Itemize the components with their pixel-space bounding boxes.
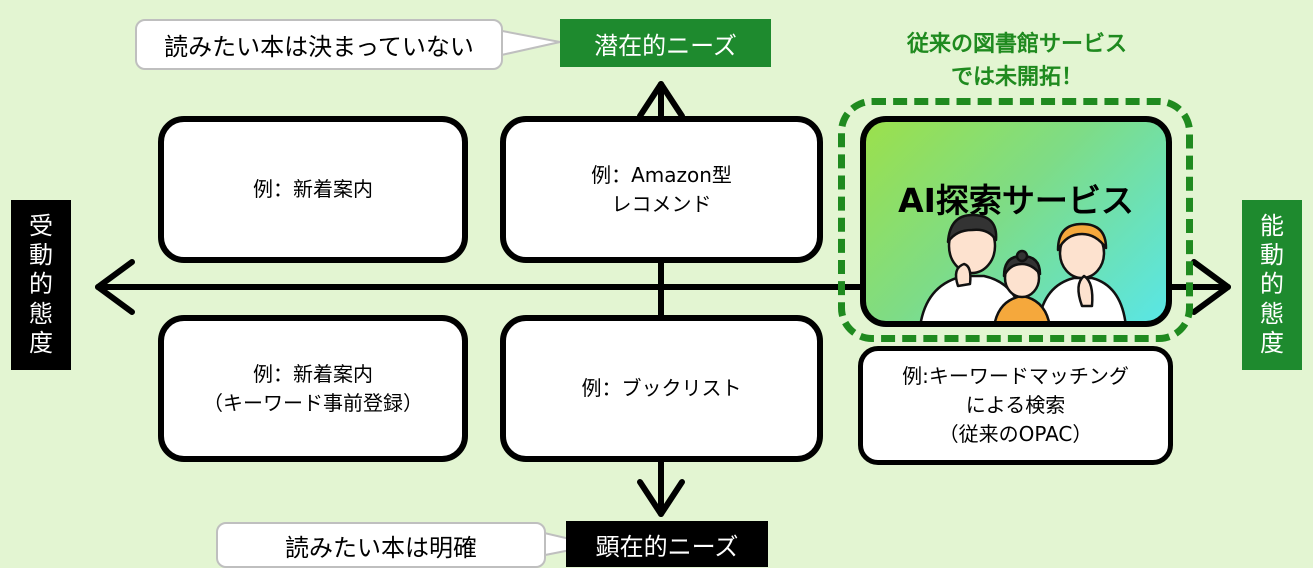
unexplored-note: 従来の図書館サービス では未開拓！ (860, 28, 1174, 94)
unexplored-note-line-2: では未開拓！ (950, 65, 1083, 90)
top-callout (135, 19, 503, 70)
example-box-opac-search: 例:キーワードマッチング による検索 （従来のOPAC） (858, 346, 1173, 465)
passive-char-1: 受 (29, 211, 53, 240)
bottom-arrowhead (637, 479, 685, 517)
unexplored-note-line-1: 従来の図書館サービス (906, 32, 1127, 57)
active-attitude-label: 能 動 的 態 度 (1242, 200, 1302, 370)
box-text-line-1: 例：Amazon型 (591, 162, 732, 187)
active-char-2: 動 (1260, 241, 1284, 270)
box-text-line-1: 例:キーワードマッチング (902, 364, 1129, 388)
ai-service-title: AI探索サービス (898, 181, 1134, 220)
bottom-callout-text: 読みたい本は明確 (285, 533, 477, 562)
active-char-5: 度 (1260, 328, 1284, 357)
box-text-line-2: （キーワード事前登録） (203, 390, 423, 415)
latent-needs-label: 潜在的ニーズ (560, 19, 771, 67)
passive-attitude-label: 受 動 的 態 度 (11, 200, 71, 370)
right-arrowhead (1191, 259, 1231, 315)
active-char-4: 態 (1260, 299, 1284, 328)
box-text-line-3: （従来のOPAC） (938, 422, 1093, 446)
example-box-keyword-registration: 例：新着案内 （キーワード事前登録） (158, 315, 468, 462)
ai-exploration-service-box: AI探索サービス (860, 116, 1172, 327)
box-text-line-1: 例：新着案内 (253, 361, 373, 386)
box-text: 例：ブックリスト (581, 376, 742, 400)
left-arrowhead (95, 259, 135, 315)
box-text-line-2: レコメンド (611, 191, 712, 216)
people-illustration (919, 213, 1127, 321)
top-arrowhead (637, 81, 685, 119)
top-callout-text: 読みたい本は決まっていない (164, 33, 474, 61)
active-char-3: 的 (1260, 270, 1284, 299)
box-text: 例：新着案内 (253, 177, 373, 201)
top-callout-tail (496, 28, 561, 58)
active-char-1: 能 (1260, 211, 1284, 240)
example-box-amazon-recommend: 例：Amazon型 レコメンド (500, 116, 823, 263)
passive-char-2: 動 (29, 241, 53, 270)
passive-char-5: 度 (29, 328, 53, 357)
passive-char-3: 的 (29, 270, 53, 299)
example-box-new-arrivals: 例：新着案内 (158, 116, 468, 263)
explicit-needs-label: 顕在的ニーズ (566, 521, 768, 567)
box-text-line-2: による検索 (965, 393, 1066, 417)
passive-char-4: 態 (29, 299, 53, 328)
highlight-dashed-frame (838, 98, 1193, 342)
example-box-booklist: 例：ブックリスト (500, 315, 823, 462)
